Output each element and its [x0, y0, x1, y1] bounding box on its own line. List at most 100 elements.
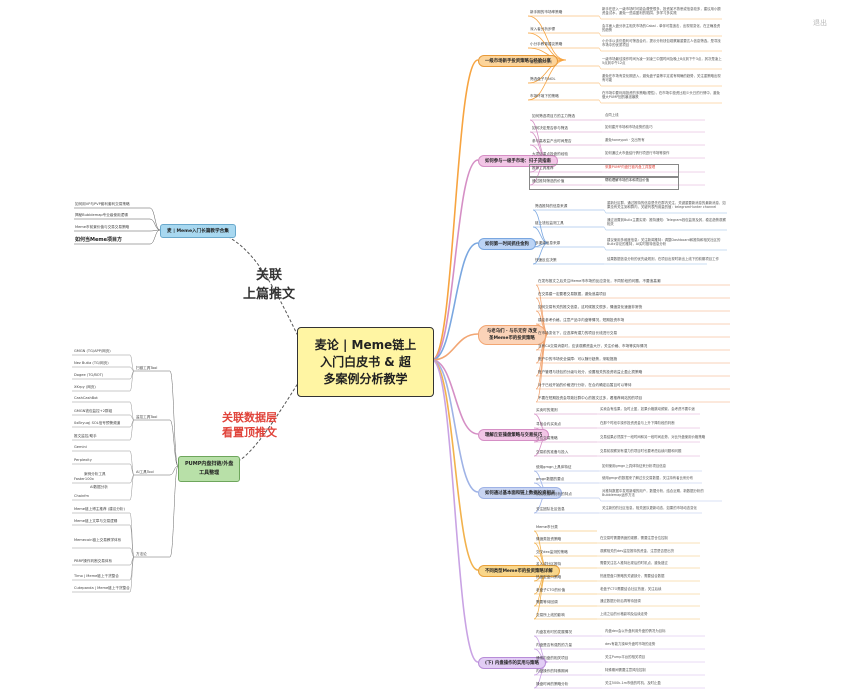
connector [598, 497, 602, 502]
branch-item-label: 在发布推文之后关注Meme币市场的反应变化，不同阶段的问题，不要追高潮 [538, 279, 661, 283]
branch-item-label: 市场环境下的策略 [530, 94, 559, 98]
branch-item-label: 对于已经开始的价格进行分析，在合约确定后暂且可以等待 [538, 383, 632, 387]
branch-item-label: 关注团队社区信息 [536, 507, 565, 511]
pump-group-method: 方法论 [136, 552, 147, 556]
exit-button[interactable]: 退出 [813, 19, 827, 27]
pump-tool-item: GMGN (TG/APP/网页) [74, 349, 111, 353]
pump-title-line: 工具整理 [199, 470, 220, 476]
branch-title-box: 不同类型Meme币的投资策略详解 [478, 565, 560, 577]
pump-title-box: PUMP内盘扫链/外盘工具整理 [178, 456, 241, 482]
connector [129, 366, 135, 372]
branch-item-label: 多渠道信息来源 [535, 241, 561, 245]
branch-item-detail: 如何使用gmgn上具体特征来分析项目信息 [602, 464, 667, 468]
left-top-item: 揭秘Bubblemap专业级使用逻辑 [75, 213, 128, 217]
branch-item-label: 如何交易有关的推文信息，这时候推文很多，情绪变化速度非常快 [538, 305, 643, 309]
branch-item-detail: 结果数据信息分析的优先级规则，在项目出现时新出上线下的前期项目工作 [607, 257, 719, 261]
connector [532, 226, 549, 244]
branch-item-detail: dev有能力操纵外盘时市场的走势 [605, 642, 656, 646]
branch-item-detail: 通过数据分析后再等待回调 [600, 599, 641, 603]
branch-item-label: 参与高收益产出时间是否 [532, 139, 572, 143]
connector [431, 159, 479, 361]
branch-item-detail: 重新社区群，通过推特的信息是先在群内关注，关键重要新消息的最新消息，如果没有关注… [607, 201, 726, 209]
branch-item-label: 交易前的准备与投入 [536, 450, 569, 454]
pump-group-monitor: 监控工具Tool [136, 415, 158, 419]
branch-item-label: 账户中的市场安全保障：可以随行趋势，采取措施 [538, 357, 618, 361]
branch-item-label: 大项目重点投盘的经验 [532, 152, 568, 156]
branch-item-label: 推荐工具推荐 [532, 166, 554, 170]
connector [533, 661, 549, 689]
branch-item-detail: 在交易时需要情绪的观察，需要注意仓位控制 [600, 536, 668, 540]
pump-tool-item: Gemini [74, 445, 87, 449]
connector [598, 82, 602, 87]
branch-item-label: 老盘子CTO的价值 [536, 588, 566, 592]
connector [129, 474, 135, 501]
sticker-line: 上篇推文 [243, 287, 296, 302]
dashed-connector [229, 237, 301, 341]
branch-item-label: 如何筛选项目方的主力筛选 [532, 114, 576, 118]
left-top-title-box: 麦 | Meme入门长篇教学合集 [160, 224, 236, 238]
connector [431, 59, 479, 361]
connector [129, 547, 135, 558]
connector [169, 465, 179, 558]
branch-item-label: 操盘时间的策略分析 [536, 682, 569, 686]
branch-item-detail: 对推特数据中发现新增的用户，数据分析，结合近期，新数据分析的Bubblemap运… [602, 489, 704, 497]
connector [129, 419, 135, 441]
branch-item-label: 热度型盘口策略 [536, 575, 562, 579]
branch-item-label: 如何决定是否参与筛选 [532, 126, 568, 130]
pump-group-scan: 扫链工具Tool [136, 366, 158, 370]
branch-item-label: 交叉dex监测的策略 [536, 550, 568, 554]
pump-tool-item: 0xBryuq) SOL信号预警频道 [74, 421, 121, 425]
connector [169, 419, 179, 467]
pump-tool-item: Cutepanda | Meme链上干货整合 [74, 586, 130, 590]
pump-tool-item: Faster100x [74, 477, 94, 481]
connector [603, 209, 607, 214]
branch-item-label: 在交易建一定要看交易数据，避免追高项目 [538, 292, 607, 296]
connector [129, 370, 135, 392]
connector [431, 359, 479, 571]
connector [149, 207, 161, 231]
connector [169, 465, 179, 476]
center-title-line: 麦论 | Meme链上 [314, 337, 417, 352]
branch-item-detail: 交易结果必然属于一段时间和另一段时间走势，对比外盘使用价格策略 [600, 435, 706, 439]
pump-title-line: PUMP内盘扫链/外盘 [185, 461, 234, 467]
center-title-line: 入门白皮书 & 超 [320, 354, 411, 369]
ai-sub-item: 案例分析工具 [84, 472, 106, 476]
branch-item-detail: 关注Pump平台的相关项目 [605, 655, 646, 659]
branch-item-label: 内盘是否有强烈的力量 [536, 643, 572, 647]
pump-tool-item: Meme链上博主推荐 (建议分析) [74, 507, 125, 511]
branch-item-label: 建议参考价格，注意产品中内盘等情况，短期投资市场 [538, 318, 625, 322]
connector [129, 450, 135, 476]
connector [129, 474, 135, 484]
connector [527, 47, 567, 61]
branch-item-detail: 交易前观察到有潜力的项目时也要考虑后续问题和问题 [600, 449, 682, 453]
branch-item-detail: 买卖会有结果，及时止盈，如果价格跳动频繁，会考虑不要中途 [600, 407, 695, 411]
branch-item-label: 使用gmgn上具体特征 [536, 465, 572, 469]
connector [129, 463, 135, 476]
pump-group-ai: AI工具Tool [136, 470, 154, 474]
left-top-item: 如何用VP与PVP套利套利交易策略 [75, 202, 130, 206]
ai-sub-item: AI数据分析 [90, 485, 108, 489]
branch-item-label: 账户管理与钱包的分级与划分，设置相关的投资收益止盈止损策略 [538, 370, 643, 374]
connector [603, 226, 607, 231]
branch-item-detail: 避免honeypot · 交出所有 [605, 138, 645, 142]
branch-item-detail: 采集PUMP内盘扫链内盘工具整理 [605, 165, 656, 169]
connector [431, 242, 479, 361]
branch-item-label: 当有CA交易消息时，应该观察资金大厅，关注价格、市场等实际情况 [538, 344, 648, 348]
branch-item-label: 内盘发布时的发展情况 [536, 630, 572, 634]
center-title-line: 多案例分析教学 [323, 371, 408, 386]
related-previous-post-sticker: 关联 上篇推文 [243, 266, 295, 304]
branch-item-detail: 老盘子CTO需要结合社区热度，关注后续 [600, 587, 662, 591]
branch-item-detail: 新手在进入一级市场时可能会遭受很多，投资某不熟悉或信息较多，建议用小额资金试水，… [602, 7, 721, 15]
connector [603, 246, 607, 251]
branch-title-box: 理解丘亚操盘策略与交易技巧 [478, 429, 550, 441]
branch-item-detail: 特殊期间需要注意风险控制 [605, 668, 646, 672]
pump-tool-item: XKrpy (网页) [74, 385, 96, 389]
branch-item-detail: 一级市场最佳操作时间为凌一到凌三中国时间及晚上8点到下午3点，其次是凌上5点到中… [602, 57, 722, 65]
center-title: 麦论 | Meme链上 入门白皮书 & 超 多案例分析教学 [297, 327, 434, 397]
pump-tool-item: CashCashBot [74, 396, 98, 400]
connector [527, 32, 567, 61]
connector [129, 512, 135, 558]
sticker-line: 关联数据层 [222, 411, 277, 424]
connector [598, 15, 602, 20]
